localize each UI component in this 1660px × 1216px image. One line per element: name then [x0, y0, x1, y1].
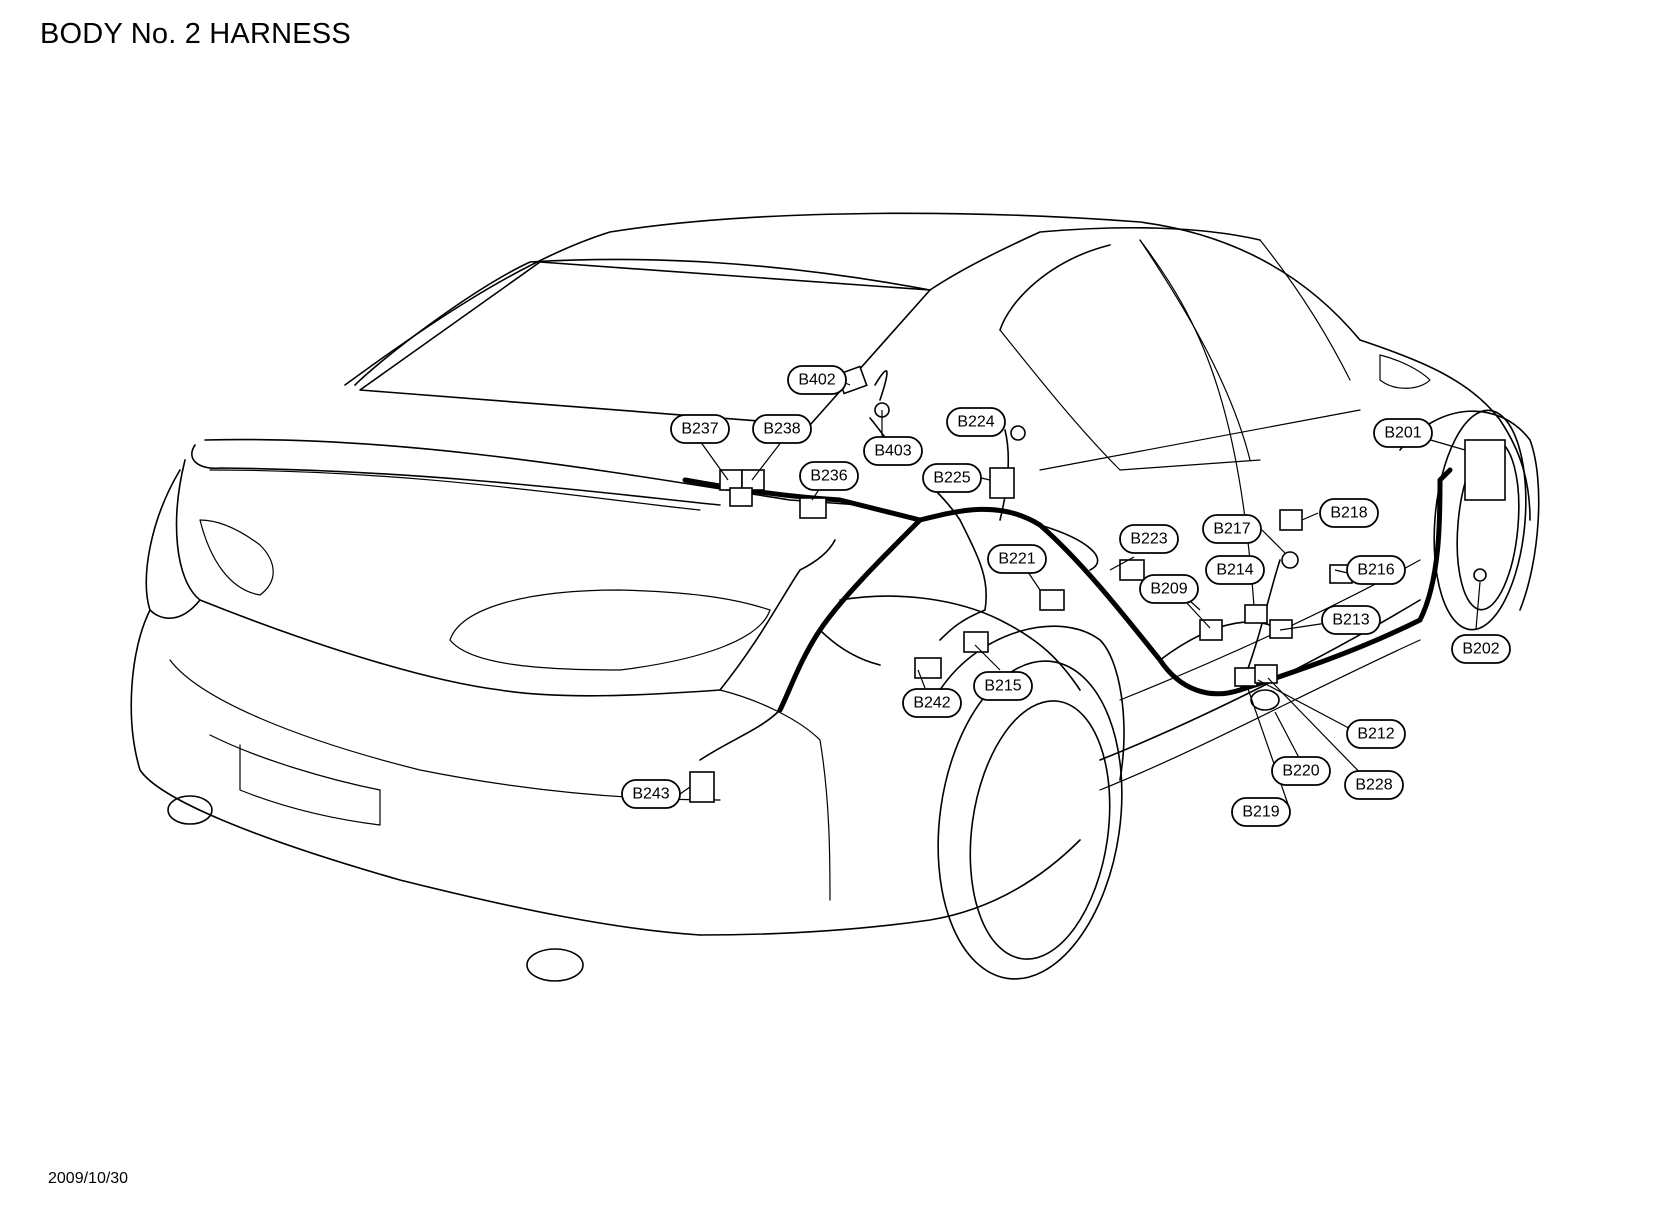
label-B215: B215 [973, 671, 1033, 701]
connector-label: B225 [933, 470, 970, 487]
label-B217: B217 [1202, 514, 1262, 544]
connector-label: B228 [1355, 777, 1392, 794]
label-B221: B221 [987, 544, 1047, 574]
label-B224: B224 [946, 407, 1006, 437]
label-B236: B236 [799, 461, 859, 491]
connector-label: B214 [1216, 562, 1253, 579]
label-B242: B242 [902, 688, 962, 718]
connector-label: B212 [1357, 726, 1394, 743]
connector-label: B237 [681, 421, 718, 438]
label-B214: B214 [1205, 555, 1265, 585]
connector-label: B236 [810, 468, 847, 485]
car-outline [130, 212, 1540, 982]
connector-label: B220 [1282, 763, 1319, 780]
connector-label: B403 [874, 443, 911, 460]
connector-label: B221 [998, 551, 1035, 568]
label-B237: B237 [670, 414, 730, 444]
label-B220: B220 [1271, 756, 1331, 786]
label-B403: B403 [863, 436, 923, 466]
label-B238: B238 [752, 414, 812, 444]
connector-label: B217 [1213, 521, 1250, 538]
label-B402: B402 [787, 365, 847, 395]
main-harness [682, 467, 1453, 713]
diagram-date: 2009/10/30 [48, 1170, 129, 1187]
label-B218: B218 [1319, 498, 1379, 528]
connector-label: B201 [1384, 425, 1421, 442]
label-B225: B225 [922, 463, 982, 493]
connector-label: B223 [1130, 531, 1167, 548]
label-B212: B212 [1346, 719, 1406, 749]
connector-label: B218 [1330, 505, 1367, 522]
connector-label: B224 [957, 414, 994, 431]
connector-label: B238 [763, 421, 800, 438]
leader-lines [679, 379, 1481, 811]
connector-label: B202 [1462, 641, 1499, 658]
label-B216: B216 [1346, 555, 1406, 585]
diagram-title: BODY No. 2 HARNESS [40, 18, 351, 50]
label-B213: B213 [1321, 605, 1381, 635]
connector-label: B216 [1357, 562, 1394, 579]
connector-label: B242 [913, 695, 950, 712]
label-B209: B209 [1139, 574, 1199, 604]
connector-label: B243 [632, 786, 669, 803]
label-B202: B202 [1451, 634, 1511, 664]
connector-label: B209 [1150, 581, 1187, 598]
label-B219: B219 [1231, 797, 1291, 827]
connector-label: B215 [984, 678, 1021, 695]
label-B228: B228 [1344, 770, 1404, 800]
connector-label: B219 [1242, 804, 1279, 821]
label-B201: B201 [1373, 418, 1433, 448]
connector-shapes [689, 365, 1506, 803]
connector-label: B402 [798, 372, 835, 389]
label-B243: B243 [621, 779, 681, 809]
label-B223: B223 [1119, 524, 1179, 554]
connector-label: B213 [1332, 612, 1369, 629]
